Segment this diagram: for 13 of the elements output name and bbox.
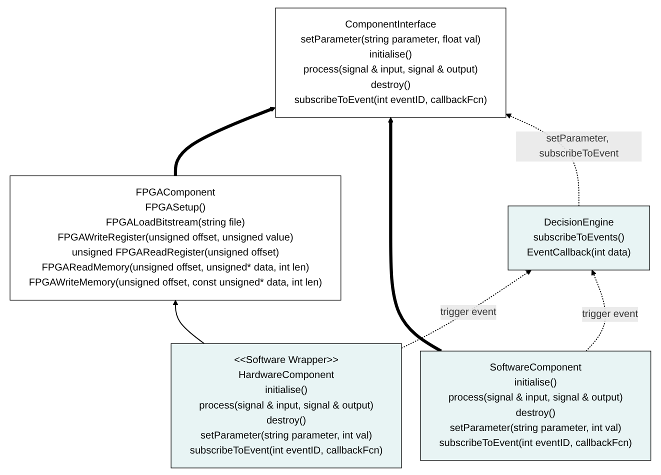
node-box: <<Software Wrapper>> HardwareComponent initialise() process(signal & input, signal & output) destroy() setParameter(string parameter, int val) subscribeToEvent(int eventID, callbackFcn)	[170, 342, 402, 468]
edge-label: trigger event	[582, 308, 638, 319]
node-box: SoftwareComponent initialise() process(signal & input, signal & output) destroy() setParameter(string parameter, int val) subscribeToEvent(int eventID, callbackFcn)	[420, 350, 652, 460]
edge-label: setParameter, subscribeToEvent	[539, 132, 619, 159]
arrow	[401, 269, 532, 348]
node-box: FPGAComponent FPGASetup() FPGALoadBitstream(string file) FPGAWriteRegister(unsigned offset, unsigned value) unsigned FPGAReadRegister(unsigned offset) FPGAReadMemory(unsigned offset, unsigned* data, int len) FPGAWriteMemory(unsigned offset, const unsigned* data, int len)	[10, 174, 342, 300]
node-box: DecisionEngine subscribeToEvents() EventCallback(int data)	[508, 205, 650, 270]
edge-label: trigger event	[440, 306, 496, 317]
arrow	[388, 116, 442, 352]
arrow	[172, 299, 205, 344]
node-box: ComponentInterface setParameter(string parameter, float val) initialise() process(signal & input, signal & output) destroy() subscribeToEvent(int eventID, callbackFcn)	[275, 7, 506, 118]
arrow	[174, 106, 276, 176]
arrow	[586, 269, 606, 352]
